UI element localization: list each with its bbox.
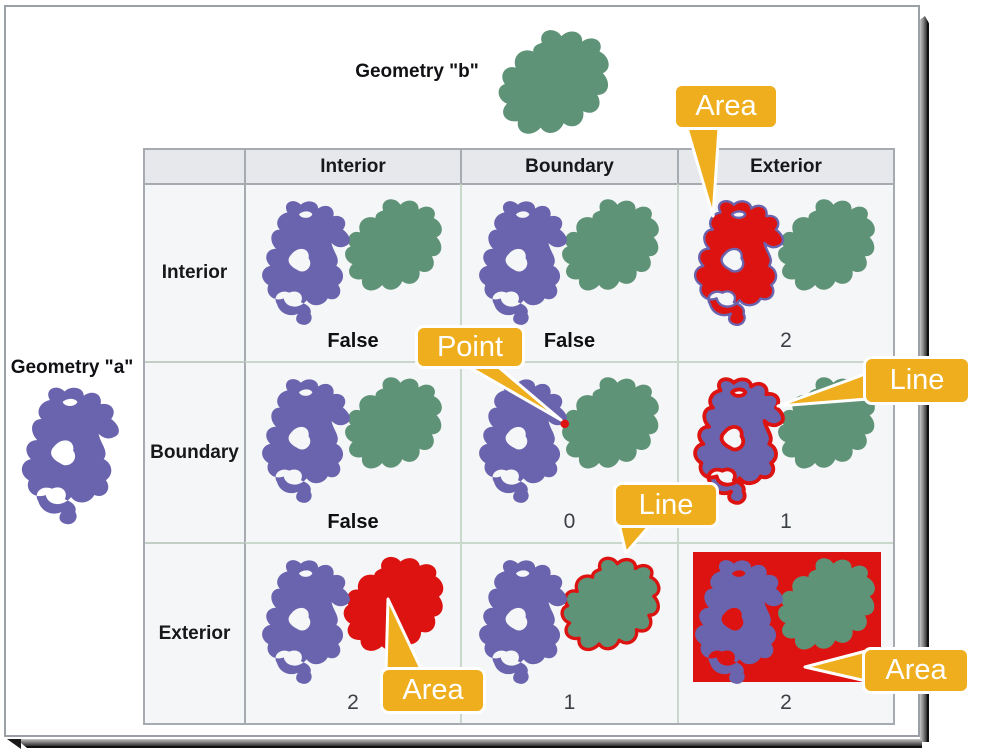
cell-geometry-pair	[478, 556, 660, 684]
geometry-a-label: Geometry "a"	[10, 357, 134, 378]
geometry-a-shape	[478, 379, 567, 503]
geometry-b-shape-standalone	[494, 21, 618, 150]
cell-geometry-pair	[695, 558, 875, 684]
cell-geometry-pair	[262, 199, 442, 325]
geometry-a-shape	[478, 201, 567, 325]
column-header-boundary: Boundary	[460, 150, 677, 183]
cell-value: 1	[563, 691, 576, 714]
cell-value: 1	[780, 510, 792, 533]
geometry-a-shape	[693, 200, 785, 327]
row-header-boundary: Boundary	[145, 361, 244, 542]
cell-value: False	[327, 511, 379, 533]
geometry-b-shape	[559, 556, 660, 652]
page-shadow-curl	[7, 739, 21, 749]
matrix-cell-interior-exterior: 2	[677, 183, 893, 361]
matrix-cell-interior-interior: False	[244, 183, 460, 361]
cell-value: 0	[563, 510, 576, 533]
geometry-b-shape	[345, 377, 442, 469]
callout-area-bottom-right: Area	[862, 647, 970, 694]
geometry-a-blob	[21, 387, 119, 525]
matrix-cell-exterior-exterior: 2	[677, 542, 893, 723]
geometry-b-shape	[561, 199, 659, 291]
geometry-b-shape	[778, 558, 875, 650]
intersection-point-dot	[559, 419, 569, 429]
callout-line-mid: Line	[613, 482, 719, 528]
matrix-cell-exterior-interior: 2	[244, 542, 460, 723]
cell-value: False	[327, 330, 379, 352]
geometry-b-shape	[345, 199, 442, 291]
geometry-a-shape	[262, 560, 350, 684]
row-header-exterior: Exterior	[145, 542, 244, 723]
column-header-interior: Interior	[244, 150, 460, 183]
geometry-b-label: Geometry "b"	[355, 61, 479, 82]
geometry-a-shape	[21, 387, 119, 525]
cell-geometry-pair	[478, 199, 659, 325]
geometry-a-shape	[262, 201, 350, 325]
cell-value: False	[543, 330, 596, 352]
cell-value: 2	[780, 691, 792, 714]
geometry-a-shape	[695, 560, 783, 684]
callout-area-bottom-left: Area	[380, 667, 486, 714]
page-shadow-bottom	[18, 739, 922, 748]
callout-line-right: Line	[863, 356, 971, 405]
cell-geometry-pair	[262, 377, 442, 503]
row-header-interior: Interior	[145, 183, 244, 361]
cell-geometry-pair	[693, 199, 875, 327]
cell-value: 2	[780, 329, 792, 352]
geometry-b-shape	[778, 377, 875, 469]
geometry-b-shape	[561, 377, 659, 469]
matrix-cell-boundary-interior: False	[244, 361, 460, 542]
geometry-b-shape	[498, 30, 609, 134]
matrix-corner-cell	[145, 150, 244, 183]
matrix-cell-exterior-boundary: 1	[460, 542, 677, 723]
geometry-b-blob	[498, 30, 609, 134]
geometry-a-shape	[693, 377, 785, 505]
geometry-b-shape	[778, 199, 875, 291]
callout-area-top: Area	[673, 83, 779, 130]
column-header-exterior: Exterior	[677, 150, 893, 183]
geometry-b-shape	[343, 556, 444, 651]
cell-value: 2	[347, 691, 359, 714]
geometry-a-shape	[262, 379, 350, 503]
geometry-a-shape-standalone	[14, 383, 126, 536]
geometry-a-shape	[478, 560, 567, 684]
callout-point: Point	[415, 325, 525, 369]
